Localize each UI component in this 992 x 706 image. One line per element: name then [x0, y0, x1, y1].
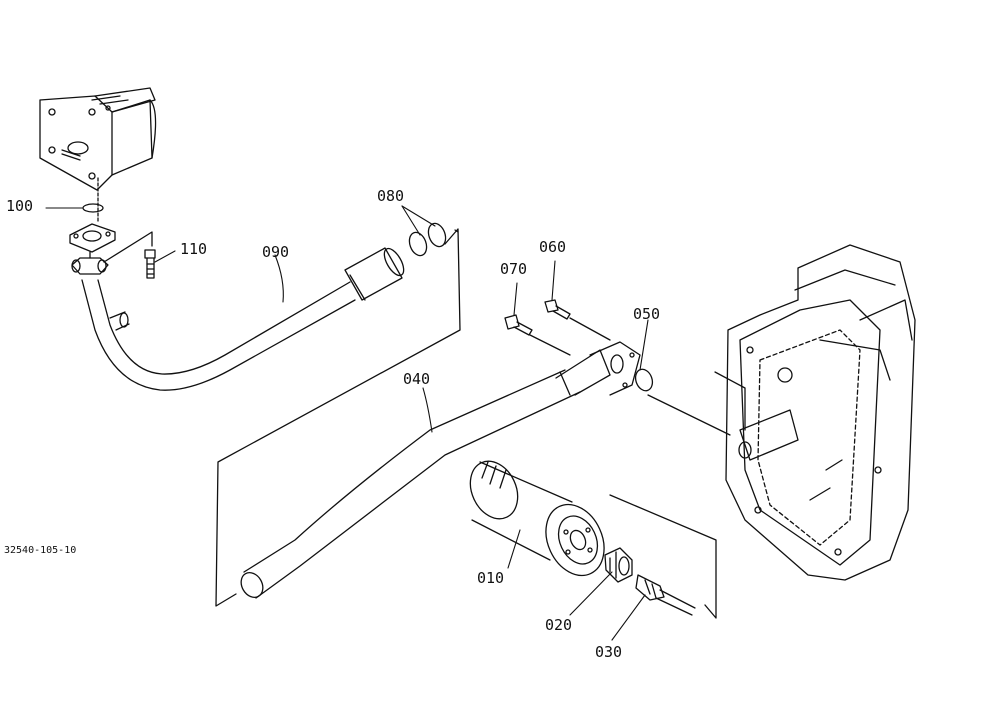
pipe-090 [81, 247, 405, 391]
callout-080: 080 [377, 187, 405, 205]
transmission-housing [714, 244, 916, 581]
callout-070: 070 [500, 260, 528, 278]
callout-110: 110 [180, 240, 208, 258]
drawing-code: 32540-105-10 [4, 545, 77, 556]
callout-040: 040 [403, 370, 431, 388]
o-rings-080 [408, 222, 447, 257]
callout-020: 020 [545, 616, 573, 634]
callout-090: 090 [262, 243, 290, 261]
callout-060: 060 [539, 238, 567, 256]
callout-100: 100 [6, 197, 34, 215]
hydraulic-pump [39, 87, 157, 191]
oil-filter-010 [469, 460, 605, 577]
bolt-110 [144, 249, 156, 279]
callout-010: 010 [477, 569, 505, 587]
callout-050: 050 [633, 305, 661, 323]
bolt-060 [544, 299, 571, 320]
sensor-030 [635, 574, 696, 616]
leader-lines [45, 205, 649, 641]
bolt-070 [504, 314, 533, 336]
adapter-020 [604, 547, 633, 583]
o-ring-100 [82, 203, 104, 213]
pipe-040 [240, 341, 641, 599]
flange-fitting [69, 223, 116, 275]
callout-030: 030 [595, 643, 623, 661]
